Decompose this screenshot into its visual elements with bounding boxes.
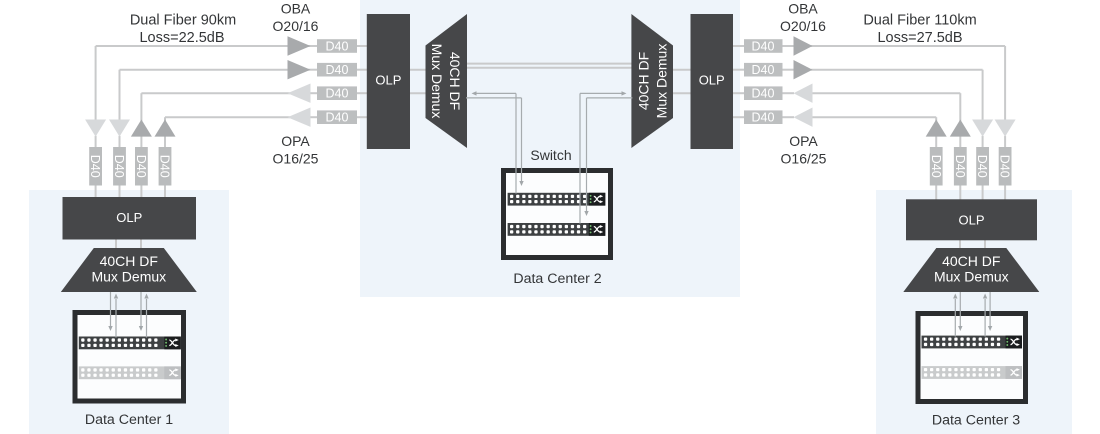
svg-text:Mux Demux: Mux Demux xyxy=(653,44,669,119)
svg-text:OBA: OBA xyxy=(788,1,818,17)
svg-text:D40: D40 xyxy=(975,155,989,178)
svg-text:40CH DF: 40CH DF xyxy=(447,52,463,110)
svg-text:Mux Demux: Mux Demux xyxy=(429,44,445,119)
svg-text:Loss=27.5dB: Loss=27.5dB xyxy=(877,30,962,46)
svg-text:40CH DF: 40CH DF xyxy=(942,253,1000,269)
svg-text:OBA: OBA xyxy=(281,1,311,17)
svg-text:D40: D40 xyxy=(326,111,349,125)
svg-text:D40: D40 xyxy=(112,155,126,178)
svg-text:D40: D40 xyxy=(752,87,775,101)
svg-text:D40: D40 xyxy=(326,39,349,53)
svg-text:Switch: Switch xyxy=(530,147,571,163)
svg-text:OLP: OLP xyxy=(958,212,984,227)
svg-text:Mux Demux: Mux Demux xyxy=(91,268,166,284)
svg-text:O20/16: O20/16 xyxy=(780,18,826,34)
svg-text:D40: D40 xyxy=(929,155,943,178)
svg-text:Dual Fiber 110km: Dual Fiber 110km xyxy=(863,13,976,29)
svg-text:D40: D40 xyxy=(953,155,967,178)
svg-text:Data Center 3: Data Center 3 xyxy=(932,413,1020,429)
svg-text:O20/16: O20/16 xyxy=(273,18,319,34)
svg-text:D40: D40 xyxy=(158,155,172,178)
svg-text:OLP: OLP xyxy=(699,72,725,87)
svg-text:D40: D40 xyxy=(752,63,775,77)
svg-text:D40: D40 xyxy=(752,39,775,53)
svg-text:Data Center 2: Data Center 2 xyxy=(513,271,601,287)
svg-text:OPA: OPA xyxy=(281,133,310,149)
svg-text:Mux Demux: Mux Demux xyxy=(934,268,1009,284)
svg-text:OPA: OPA xyxy=(789,133,818,149)
svg-text:Data Center 1: Data Center 1 xyxy=(85,412,173,428)
svg-text:D40: D40 xyxy=(326,87,349,101)
svg-text:O16/25: O16/25 xyxy=(273,151,319,167)
svg-text:OLP: OLP xyxy=(116,210,142,225)
svg-text:D40: D40 xyxy=(88,155,102,178)
svg-text:Dual Fiber 90km: Dual Fiber 90km xyxy=(130,13,236,29)
svg-text:O16/25: O16/25 xyxy=(781,151,827,167)
svg-text:D40: D40 xyxy=(326,63,349,77)
svg-text:Loss=22.5dB: Loss=22.5dB xyxy=(139,30,224,46)
svg-text:D40: D40 xyxy=(134,155,148,178)
svg-text:D40: D40 xyxy=(998,155,1012,178)
svg-text:40CH DF: 40CH DF xyxy=(100,253,158,269)
svg-text:D40: D40 xyxy=(752,111,775,125)
svg-text:40CH DF: 40CH DF xyxy=(636,52,652,110)
svg-text:OLP: OLP xyxy=(375,72,401,87)
